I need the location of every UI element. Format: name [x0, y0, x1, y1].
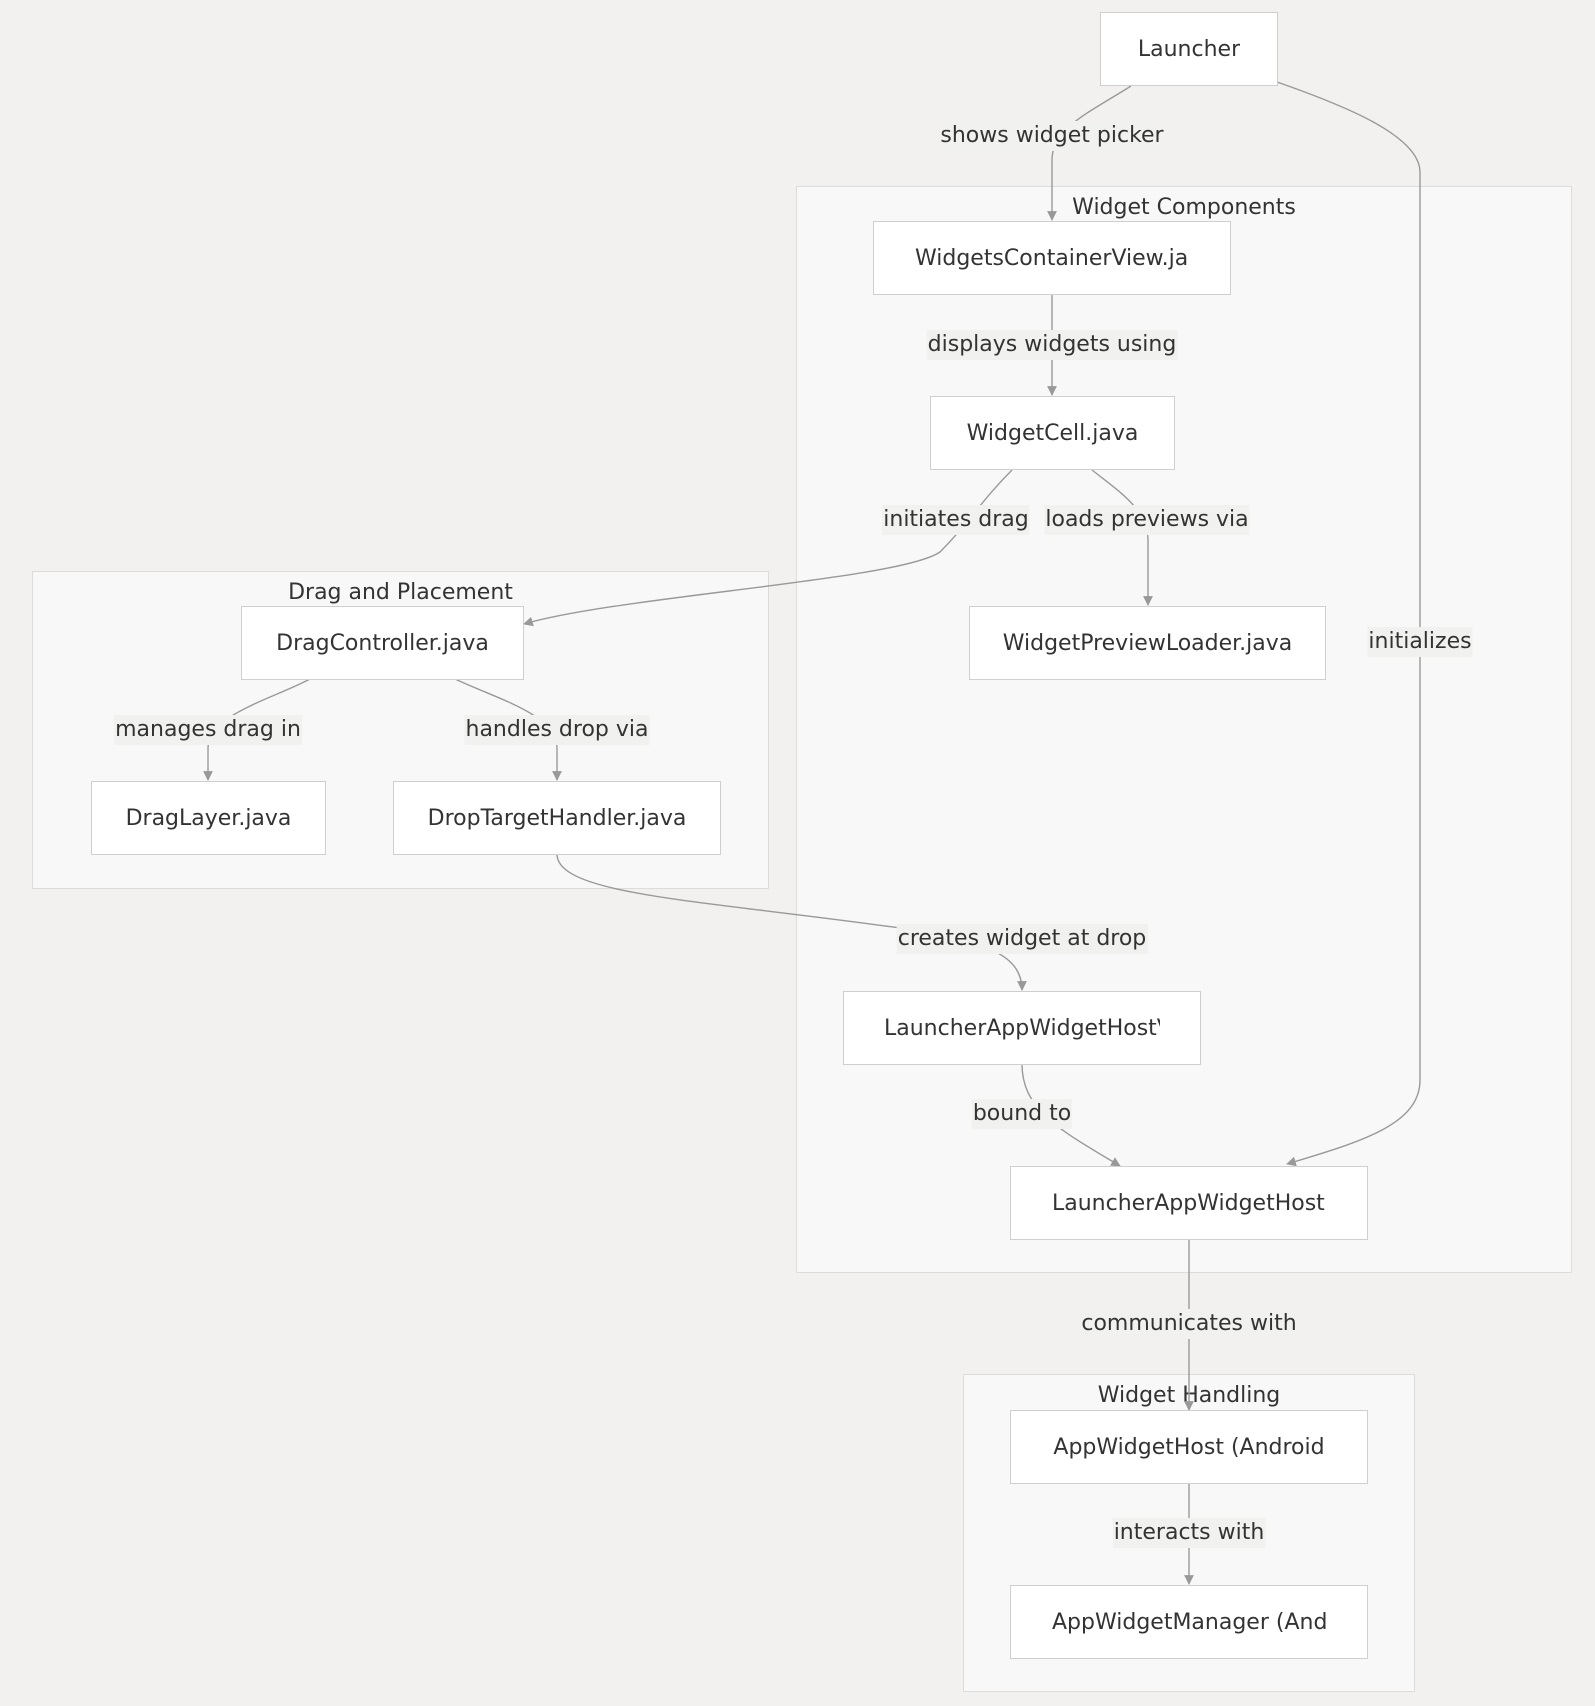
- edge-label-loads-previews-via: loads previews via: [1044, 505, 1250, 535]
- edge-droptarget-to-hostview: [556, 853, 1027, 991]
- node-app-widget-manager-label: AppWidgetManager (Andı: [1052, 1609, 1326, 1635]
- edge-label-bound-to: bound to: [971, 1099, 1073, 1129]
- node-launcher-app-widget-host[interactable]: LauncherAppWidgetHost.j: [1010, 1166, 1368, 1240]
- edge-label-manages-drag-in: manages drag in: [114, 715, 302, 745]
- node-widget-preview-loader[interactable]: WidgetPreviewLoader.java: [969, 606, 1326, 680]
- edge-launcher-to-container: [1047, 85, 1132, 221]
- node-widgets-container-view-label: WidgetsContainerView.jav: [915, 245, 1189, 271]
- edge-cell-to-dragcontroller: [523, 469, 1013, 627]
- node-drag-controller[interactable]: DragController.java: [241, 606, 524, 680]
- edge-label-creates-widget-at-drop: creates widget at drop: [896, 924, 1148, 954]
- node-drop-target-handler[interactable]: DropTargetHandler.java: [393, 781, 721, 855]
- edge-label-interacts-with: interacts with: [1112, 1518, 1266, 1548]
- edge-cell-to-previewloader: [1091, 469, 1153, 606]
- cluster-title-drag-placement: Drag and Placement: [288, 580, 513, 605]
- node-widget-cell-label: WidgetCell.java: [966, 420, 1139, 446]
- node-app-widget-host[interactable]: AppWidgetHost (Android: [1010, 1410, 1368, 1484]
- node-widget-preview-loader-label: WidgetPreviewLoader.java: [1002, 630, 1293, 656]
- node-launcher-app-widget-host-label: LauncherAppWidgetHost.j: [1052, 1190, 1326, 1216]
- node-drag-controller-label: DragController.java: [276, 630, 489, 656]
- edge-launcher-to-host: [1276, 81, 1421, 1167]
- node-launcher-label: Launcher: [1137, 36, 1241, 62]
- node-drag-layer[interactable]: DragLayer.java: [91, 781, 326, 855]
- node-drag-layer-label: DragLayer.java: [125, 805, 292, 831]
- cluster-title-widget-components: Widget Components: [1072, 195, 1296, 220]
- node-launcher-app-widget-host-view[interactable]: LauncherAppWidgetHostV: [843, 991, 1201, 1065]
- edge-label-displays-widgets-using: displays widgets using: [926, 330, 1178, 360]
- node-launcher-app-widget-host-view-label: LauncherAppWidgetHostV: [884, 1015, 1160, 1041]
- edge-label-communicates-with: communicates with: [1080, 1309, 1298, 1339]
- node-app-widget-manager[interactable]: AppWidgetManager (Andı: [1010, 1585, 1368, 1659]
- node-app-widget-host-label: AppWidgetHost (Android: [1053, 1434, 1325, 1460]
- cluster-widget-components: Widget Components: [796, 186, 1572, 1273]
- node-widget-cell[interactable]: WidgetCell.java: [930, 396, 1175, 470]
- edge-label-initializes: initializes: [1367, 627, 1473, 657]
- node-widgets-container-view[interactable]: WidgetsContainerView.jav: [873, 221, 1231, 295]
- node-drop-target-handler-label: DropTargetHandler.java: [427, 805, 687, 831]
- edge-label-shows-widget-picker: shows widget picker: [939, 121, 1165, 151]
- edge-label-handles-drop-via: handles drop via: [464, 715, 650, 745]
- edge-label-initiates-drag: initiates drag: [882, 505, 1030, 535]
- node-launcher[interactable]: Launcher: [1100, 12, 1278, 86]
